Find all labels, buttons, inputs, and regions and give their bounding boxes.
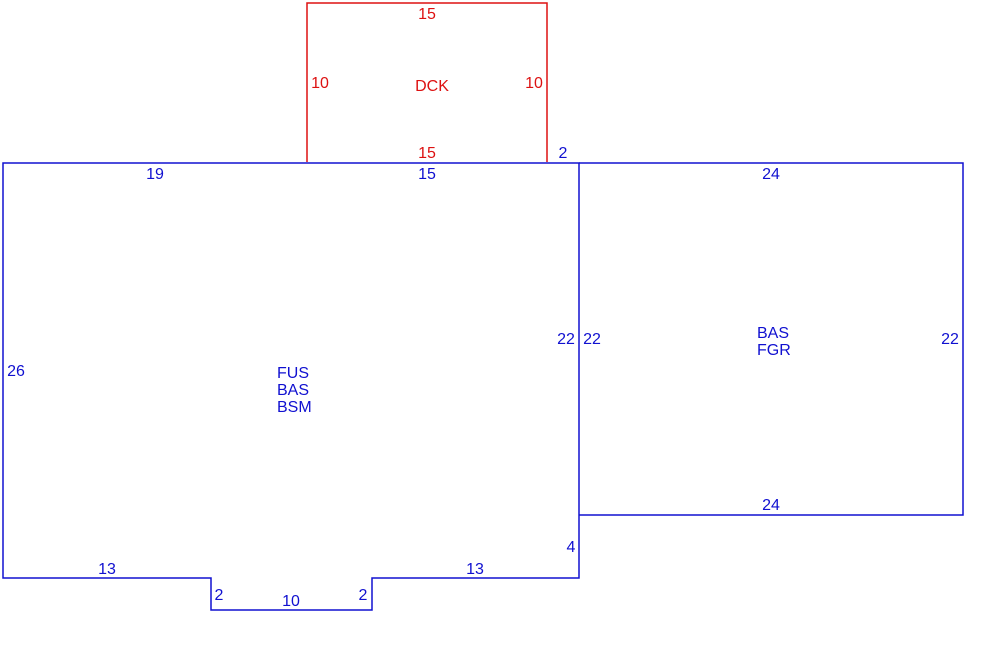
main-left-dimension: 26	[7, 363, 25, 380]
garage-left-dimension: 22	[583, 331, 601, 348]
deck-right-dimension: 10	[525, 75, 543, 92]
notch-right-dimension: 2	[359, 587, 368, 604]
main-right-lower-dimension: 4	[567, 539, 576, 556]
main-bottom-right-dimension: 13	[466, 561, 484, 578]
main-right-dimension: 22	[557, 331, 575, 348]
garage-area-code-1: BAS	[757, 325, 789, 342]
deck-top-dimension: 15	[418, 6, 436, 23]
main-step-right-dimension: 2	[559, 145, 568, 162]
deck-bottom-dimension: 15	[418, 145, 436, 162]
garage-bottom-dimension: 24	[762, 497, 780, 514]
notch-bottom-dimension: 10	[282, 593, 300, 610]
garage-right-dimension: 22	[941, 331, 959, 348]
main-top-mid-dimension: 15	[418, 166, 436, 183]
deck-area-code: DCK	[415, 78, 449, 95]
main-bottom-left-dimension: 13	[98, 561, 116, 578]
deck-outline	[306, 2, 548, 162]
main-top-left-dimension: 19	[146, 166, 164, 183]
main-house-outline	[2, 162, 580, 611]
deck-left-dimension: 10	[311, 75, 329, 92]
main-area-code-1: FUS	[277, 365, 309, 382]
garage-outline	[579, 162, 964, 516]
garage-area-code-2: FGR	[757, 342, 791, 359]
notch-left-dimension: 2	[215, 587, 224, 604]
main-area-code-3: BSM	[277, 399, 312, 416]
main-area-code-2: BAS	[277, 382, 309, 399]
garage-top-dimension: 24	[762, 166, 780, 183]
